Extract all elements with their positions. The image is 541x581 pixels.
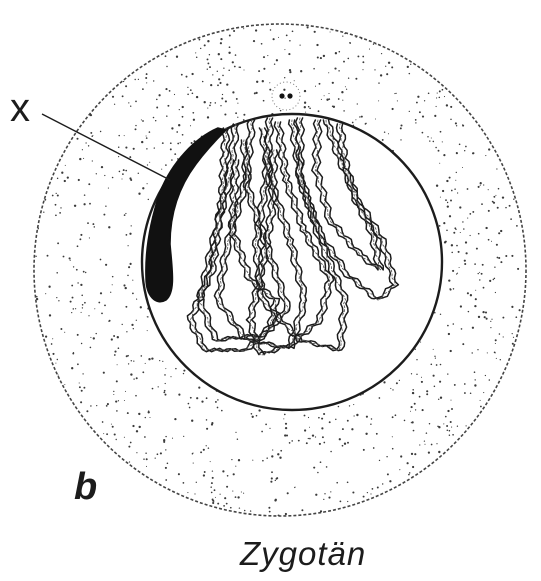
label-x: x xyxy=(10,88,30,128)
caption-zygotan: Zygotän xyxy=(240,537,366,570)
label-x-leader xyxy=(42,114,170,180)
label-b: b xyxy=(74,468,97,506)
centrosome xyxy=(272,82,300,110)
